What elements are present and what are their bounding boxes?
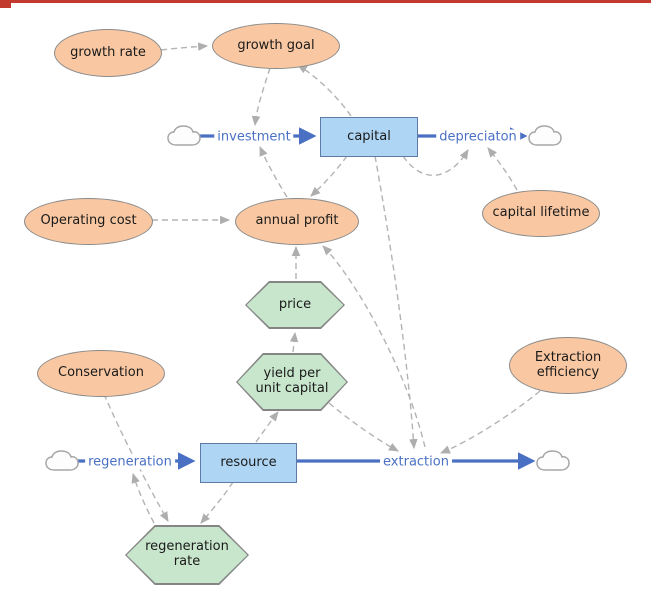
link-capital-to-extraction[interactable] (374, 155, 418, 450)
node-resource-stock[interactable]: resource (200, 443, 297, 483)
node-operating-cost[interactable]: Operating cost (24, 198, 153, 245)
link-resource-to-regeneration-rate[interactable] (200, 481, 234, 524)
node-annual-profit-label: annual profit (255, 213, 339, 229)
flow-label-depreciation[interactable]: depreciaton (436, 129, 520, 145)
node-extraction-efficiency[interactable]: Extraction efficiency (509, 337, 627, 394)
link-capital-to-annual-profit[interactable] (310, 155, 348, 197)
source-cloud-icon (167, 125, 201, 146)
flow-label-investment[interactable]: investment (214, 129, 294, 145)
node-growth-goal[interactable]: growth goal (212, 23, 340, 69)
link-annual-profit-to-investment[interactable] (259, 145, 288, 198)
node-price-label: price (278, 296, 312, 312)
node-annual-profit[interactable]: annual profit (235, 198, 359, 245)
window-top-notch (0, 0, 11, 8)
link-extraction-to-annual-profit[interactable] (322, 245, 426, 448)
window-top-edge (0, 0, 651, 3)
source-cloud-icon (45, 450, 79, 471)
node-regeneration-rate-label: regeneration rate (145, 539, 229, 569)
node-growth-rate-label: growth rate (70, 44, 146, 60)
link-growth-goal-to-investment[interactable] (251, 67, 271, 127)
node-conservation[interactable]: Conservation (37, 350, 165, 397)
node-yield-per-unit-capital[interactable]: yield per unit capital (236, 353, 348, 411)
node-resource-label: resource (220, 454, 277, 470)
node-extraction-efficiency-label: Extraction efficiency (534, 349, 602, 380)
node-yield-per-unit-capital-label: yield per unit capital (255, 366, 329, 396)
node-price[interactable]: price (245, 281, 345, 329)
link-regeneration-rate-to-regeneration[interactable] (131, 472, 155, 524)
link-capital-to-growth-goal[interactable] (297, 64, 352, 117)
link-capital-lifetime-to-depreciation[interactable] (487, 147, 518, 191)
link-growth-rate-to-growth-goal[interactable] (160, 42, 209, 51)
flow-label-regeneration[interactable]: regeneration (85, 454, 175, 470)
node-growth-rate[interactable]: growth rate (54, 29, 162, 77)
node-growth-goal-label: growth goal (237, 37, 315, 53)
node-capital-stock[interactable]: capital (320, 117, 418, 157)
link-yield-to-price[interactable] (289, 331, 299, 353)
link-extraction-efficiency-to-extraction[interactable] (439, 390, 541, 454)
link-capital-to-depreciation[interactable] (402, 149, 469, 176)
flow-label-extraction[interactable]: extraction (380, 454, 452, 470)
node-capital-lifetime-label: capital lifetime (492, 205, 590, 221)
node-operating-cost-label: Operating cost (40, 213, 137, 229)
sink-cloud-icon (536, 450, 570, 471)
node-conservation-label: Conservation (58, 365, 144, 381)
node-regeneration-rate[interactable]: regeneration rate (125, 525, 249, 585)
link-yield-to-extraction[interactable] (328, 402, 399, 452)
sink-cloud-icon (528, 125, 562, 146)
node-capital-lifetime[interactable]: capital lifetime (482, 190, 600, 237)
link-resource-to-yield[interactable] (255, 411, 279, 443)
node-capital-label: capital (347, 128, 391, 144)
